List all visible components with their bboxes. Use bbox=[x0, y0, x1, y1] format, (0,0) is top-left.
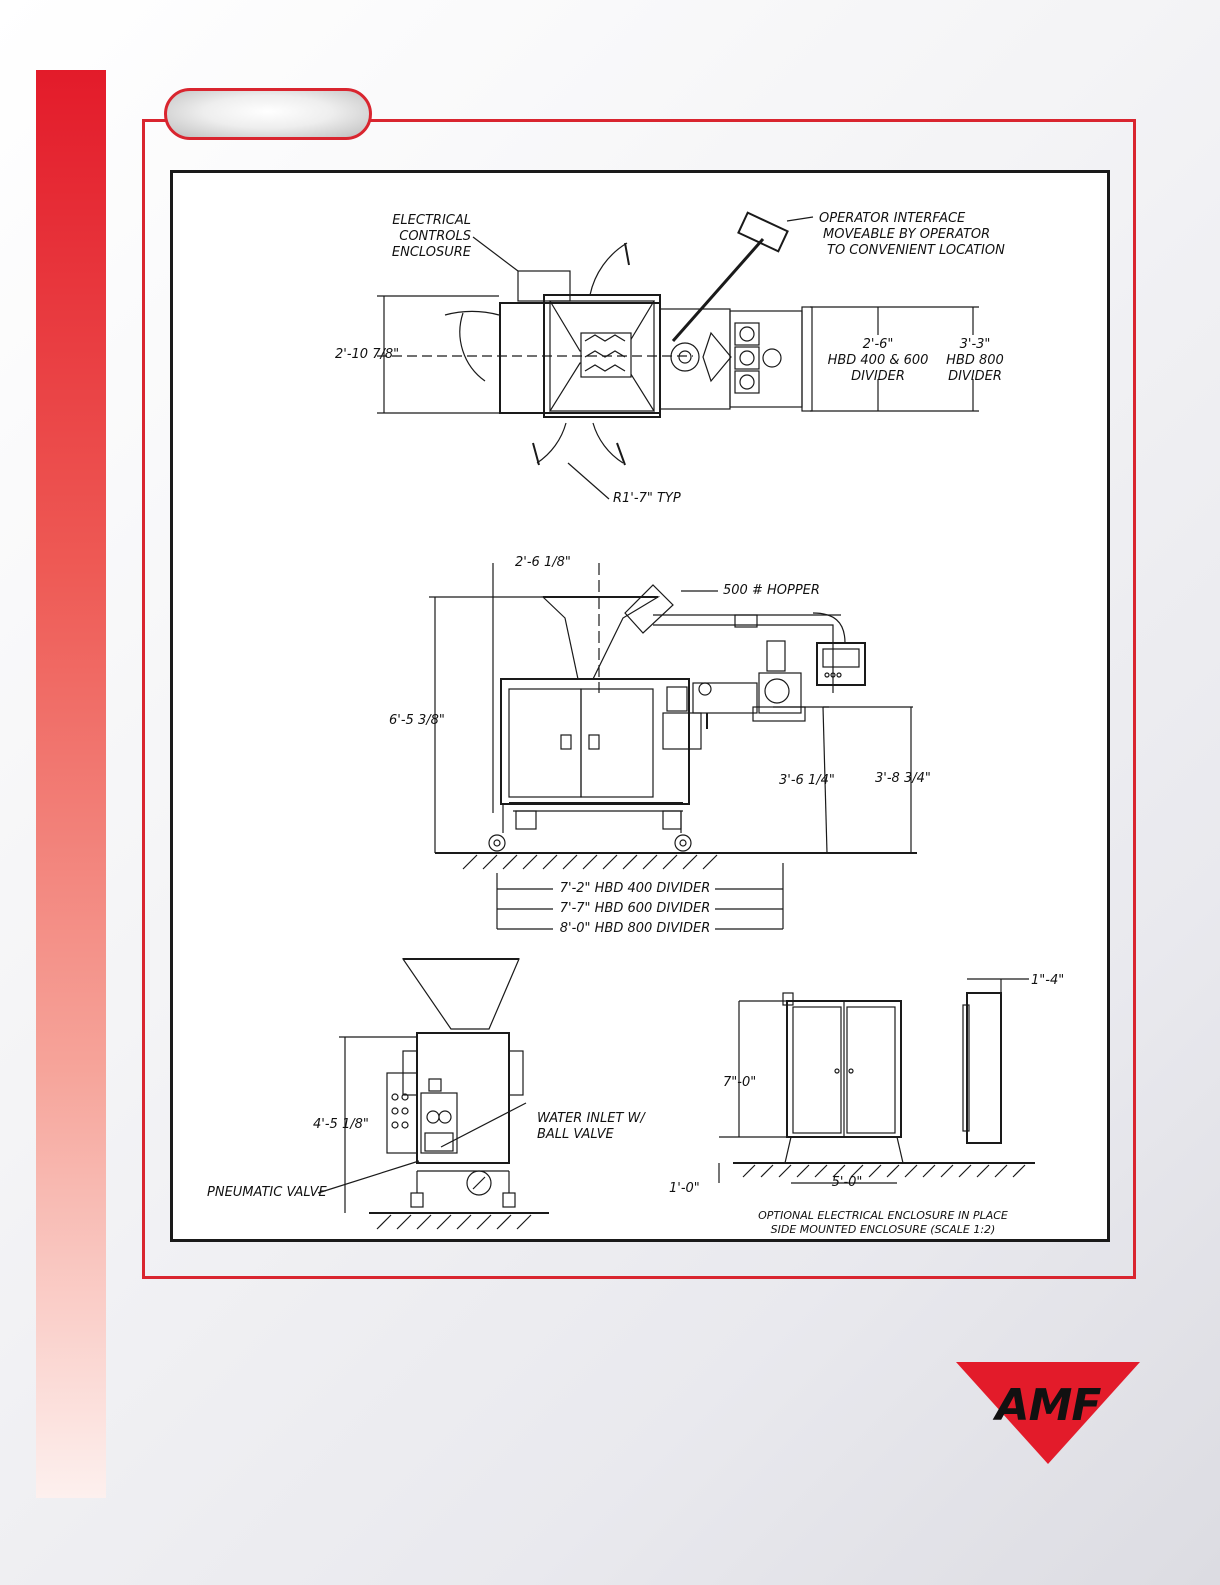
length-400-dimension: 7'-2" HBD 400 DIVIDER bbox=[559, 881, 711, 896]
side-accent-bar bbox=[36, 70, 106, 1498]
water-inlet-label: WATER INLET W/ BALL VALVE bbox=[537, 1111, 645, 1142]
amf-logo: AMF bbox=[956, 1362, 1140, 1464]
operator-interface-label: OPERATOR INTERFACE MOVEABLE BY OPERATOR … bbox=[819, 211, 1005, 258]
overall-height-dimension: 6'-5 3/8" bbox=[389, 713, 445, 728]
section-tab bbox=[164, 88, 372, 140]
end-height-dimension: 4'-5 1/8" bbox=[313, 1117, 369, 1132]
height-a-dimension: 3'-6 1/4" bbox=[779, 773, 835, 788]
enclosure-caption: OPTIONAL ELECTRICAL ENCLOSURE IN PLACE S… bbox=[758, 1209, 1008, 1236]
height-b-dimension: 3'-8 3/4" bbox=[875, 771, 931, 786]
top-width-dimension: 2'-10 7/8" bbox=[335, 347, 400, 362]
length-600-dimension: 7'-7" HBD 600 DIVIDER bbox=[559, 901, 711, 916]
amf-logo-mark bbox=[956, 1362, 1140, 1464]
length-800-dimension: 8'-0" HBD 800 DIVIDER bbox=[559, 921, 711, 936]
enclosure-base-dimension: 1'-0" bbox=[669, 1181, 700, 1196]
hopper-label: 500 # HOPPER bbox=[723, 583, 820, 598]
side-view-machine bbox=[429, 563, 917, 930]
end-view-machine bbox=[317, 958, 549, 1230]
pneumatic-valve-label: PNEUMATIC VALVE bbox=[207, 1185, 327, 1200]
enclosure-view bbox=[718, 978, 1035, 1184]
electrical-controls-label: ELECTRICAL CONTROLS ENCLOSURE bbox=[391, 213, 471, 260]
content-frame bbox=[142, 119, 1136, 1279]
radius-label: R1'-7" TYP bbox=[613, 491, 681, 506]
top-offset-dimension: 2'-6 1/8" bbox=[515, 555, 571, 570]
top-view-machine bbox=[377, 211, 979, 500]
enclosure-height-dimension: 7"-0" bbox=[723, 1075, 757, 1090]
enclosure-width-dimension: 5'-0" bbox=[831, 1175, 863, 1190]
drawing-linework bbox=[317, 211, 1035, 1230]
enclosure-depth-dimension: 1"-4" bbox=[1031, 973, 1065, 988]
hbd-800-dimension: 3'-3" HBD 800 DIVIDER bbox=[946, 337, 1004, 384]
hbd-400-600-dimension: 2'-6" HBD 400 & 600 DIVIDER bbox=[827, 337, 929, 384]
amf-logo-text: AMF bbox=[995, 1380, 1102, 1431]
technical-drawing: ELECTRICAL CONTROLS ENCLOSURE OPERATOR I… bbox=[170, 170, 1110, 1242]
